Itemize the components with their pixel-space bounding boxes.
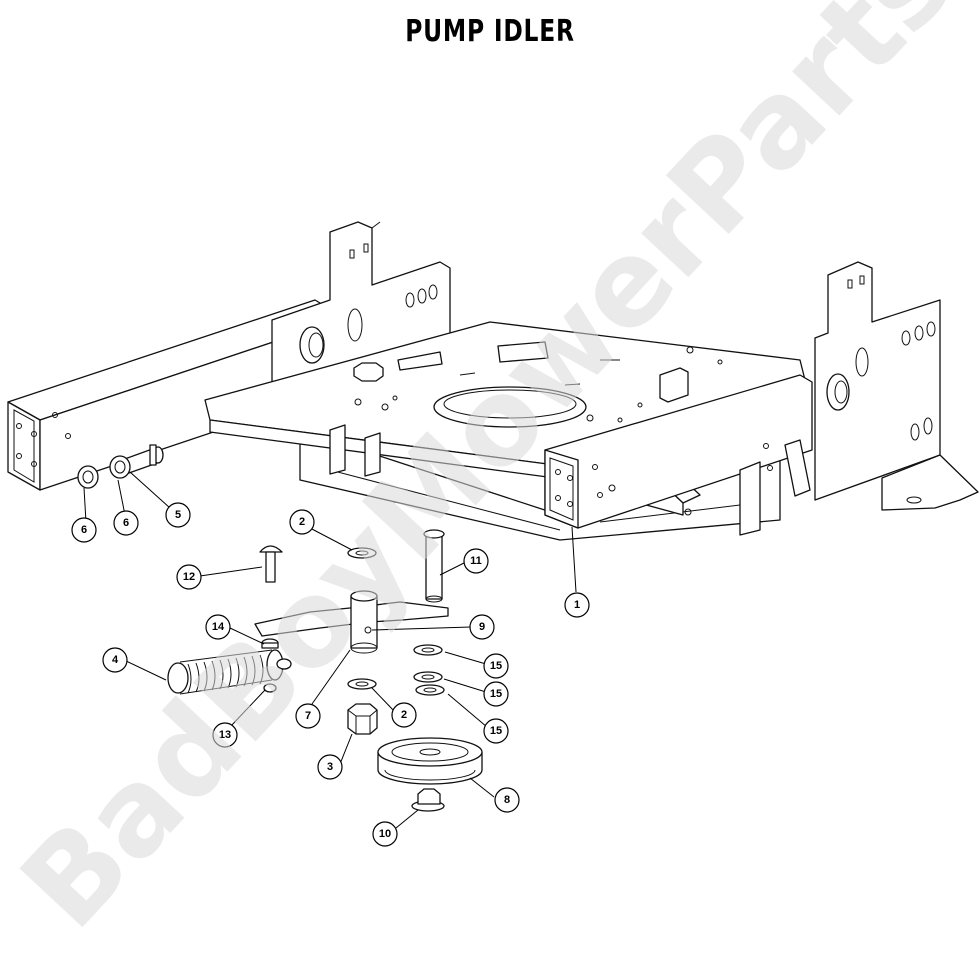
frame-assembly bbox=[7, 221, 979, 541]
svg-text:3: 3 bbox=[327, 761, 333, 773]
svg-text:9: 9 bbox=[479, 621, 485, 633]
callout-4: 4 bbox=[102, 647, 128, 673]
svg-text:15: 15 bbox=[490, 660, 502, 672]
leader-lines bbox=[83, 471, 577, 829]
svg-text:2: 2 bbox=[401, 709, 407, 721]
svg-text:7: 7 bbox=[305, 710, 311, 722]
callout-13: 13 bbox=[212, 722, 238, 748]
flange-nut bbox=[411, 788, 445, 812]
svg-text:15: 15 bbox=[490, 725, 502, 737]
callout-7: 7 bbox=[295, 703, 321, 729]
callout-14: 14 bbox=[205, 614, 231, 640]
callout-2a: 2 bbox=[289, 509, 315, 535]
callout-6b: 6 bbox=[113, 510, 139, 536]
callout-15b: 15 bbox=[483, 681, 509, 707]
shoulder-bolt bbox=[423, 529, 445, 603]
svg-text:2: 2 bbox=[299, 516, 305, 528]
page-title: PUMP IDLER bbox=[405, 14, 575, 49]
washer-lower bbox=[347, 678, 377, 690]
svg-text:6: 6 bbox=[81, 524, 87, 536]
flat-washers bbox=[413, 644, 445, 696]
svg-text:5: 5 bbox=[175, 509, 181, 521]
callout-9: 9 bbox=[469, 614, 495, 640]
callout-8: 8 bbox=[494, 787, 520, 813]
carriage-bolt bbox=[259, 545, 283, 583]
svg-text:6: 6 bbox=[123, 517, 129, 529]
callout-5: 5 bbox=[165, 502, 191, 528]
svg-text:4: 4 bbox=[112, 654, 119, 666]
washer-top bbox=[347, 547, 377, 559]
callout-12: 12 bbox=[176, 564, 202, 590]
hex-spacer bbox=[347, 703, 378, 735]
svg-text:12: 12 bbox=[183, 571, 195, 583]
bushing-bolt-group bbox=[77, 444, 164, 489]
callout-1: 1 bbox=[564, 592, 590, 618]
svg-text:14: 14 bbox=[212, 621, 225, 633]
callout-3: 3 bbox=[317, 754, 343, 780]
callout-15a: 15 bbox=[483, 653, 509, 679]
svg-text:13: 13 bbox=[219, 729, 231, 741]
svg-text:1: 1 bbox=[574, 599, 580, 611]
svg-text:11: 11 bbox=[470, 555, 482, 567]
svg-text:8: 8 bbox=[504, 794, 510, 806]
spring-nuts bbox=[261, 638, 279, 693]
extension-spring bbox=[167, 649, 292, 695]
idler-arm bbox=[254, 590, 449, 654]
callout-2b: 2 bbox=[391, 702, 417, 728]
callout-10: 10 bbox=[372, 821, 398, 847]
callout-15c: 15 bbox=[483, 718, 509, 744]
callout-11: 11 bbox=[463, 548, 489, 574]
svg-text:10: 10 bbox=[379, 828, 391, 840]
callout-6a: 6 bbox=[71, 517, 97, 543]
svg-text:15: 15 bbox=[490, 688, 502, 700]
idler-pulley bbox=[377, 737, 483, 785]
